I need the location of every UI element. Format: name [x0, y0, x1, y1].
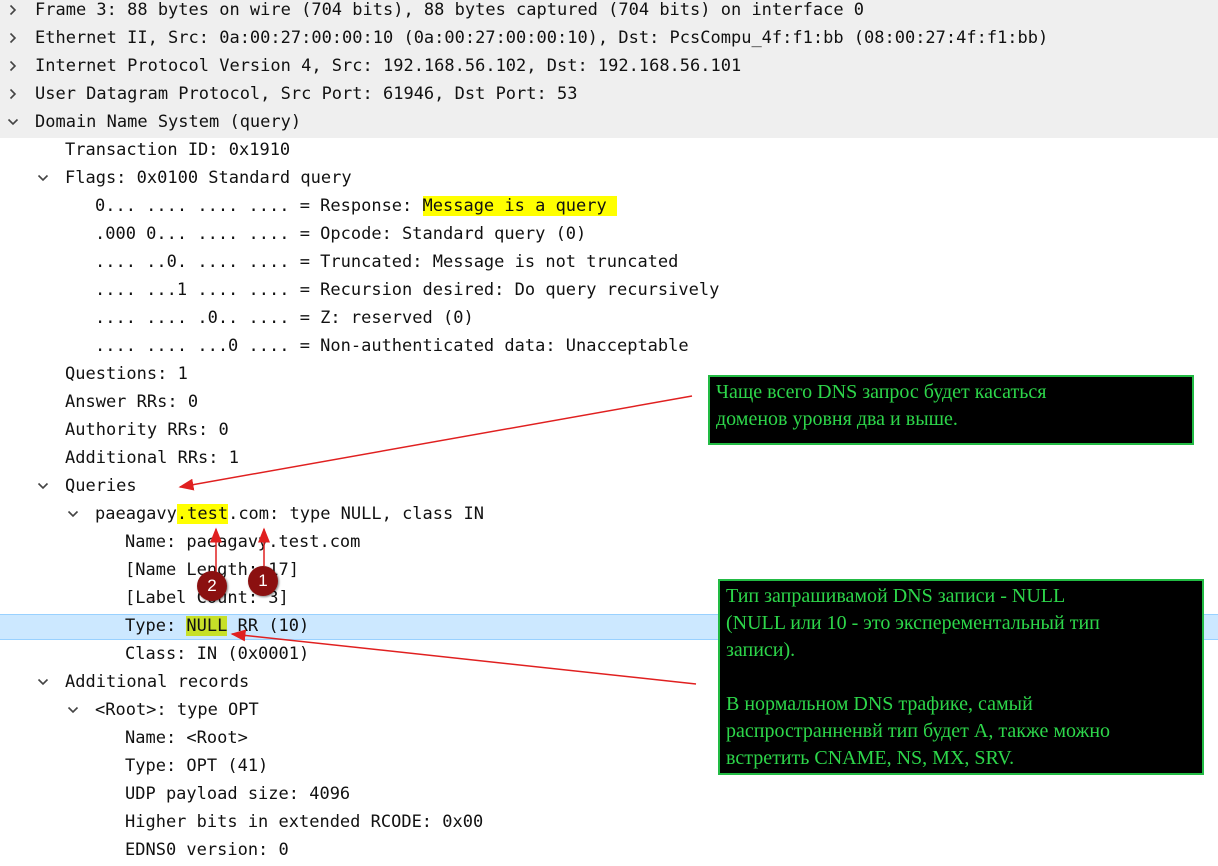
- note-line: доменов уровня два и выше.: [716, 408, 958, 430]
- chevron-right-icon[interactable]: [6, 0, 20, 22]
- chevron-right-icon[interactable]: [6, 26, 20, 50]
- tree-row-label: <Root>: type OPT: [95, 700, 259, 720]
- tree-row-label: Internet Protocol Version 4, Src: 192.16…: [35, 56, 742, 76]
- tree-row-opt-higher-bits[interactable]: Higher bits in extended RCODE: 0x00: [0, 810, 1218, 838]
- tree-row-label: Higher bits in extended RCODE: 0x00: [125, 812, 484, 832]
- highlighted-text: Message is a query: [422, 196, 617, 216]
- label-part: .com: type NULL, class IN: [228, 504, 484, 524]
- chevron-down-icon[interactable]: [36, 166, 50, 190]
- note-line: В нормальном DNS трафике, самый: [726, 693, 1033, 715]
- label-part: Type:: [125, 616, 187, 636]
- tree-row-ethernet[interactable]: Ethernet II, Src: 0a:00:27:00:00:10 (0a:…: [0, 26, 1218, 54]
- tree-row-dns[interactable]: Domain Name System (query): [0, 110, 1218, 138]
- tree-row-label: Class: IN (0x0001): [125, 644, 310, 664]
- tree-row-label: Additional RRs: 1: [65, 448, 239, 468]
- tree-row-label: Ethernet II, Src: 0a:00:27:00:00:10 (0a:…: [35, 28, 1049, 48]
- label-part: 0... .... .... .... = Response:: [95, 196, 423, 216]
- annotation-note-domain-level: Чаще всего DNS запрос будет касаться дом…: [708, 375, 1194, 445]
- tree-row-opt-name[interactable]: Name: <Root>: [0, 726, 1218, 754]
- tree-row-q-label-count[interactable]: [Label Count: 3]: [0, 586, 1218, 614]
- tree-row-label: Queries: [65, 476, 137, 496]
- tree-row-label: Flags: 0x0100 Standard query: [65, 168, 352, 188]
- tree-row-additional-rrs[interactable]: Additional RRs: 1: [0, 446, 1218, 474]
- tree-row-opt-udp-size[interactable]: UDP payload size: 4096: [0, 782, 1218, 810]
- tree-row-label: Answer RRs: 0: [65, 392, 199, 412]
- tree-row-flag-z[interactable]: .... .... .0.. .... = Z: reserved (0): [0, 306, 1218, 334]
- highlighted-text: .test: [176, 504, 229, 524]
- tree-row-label: Questions: 1: [65, 364, 188, 384]
- tree-row-additional-records[interactable]: Additional records: [0, 670, 1218, 698]
- tree-row-opt-type[interactable]: Type: OPT (41): [0, 754, 1218, 782]
- label-part: paeagavy: [95, 504, 177, 524]
- tree-row-questions[interactable]: Questions: 1: [0, 362, 1218, 390]
- tree-row-label: Authority RRs: 0: [65, 420, 229, 440]
- tree-row-q-name[interactable]: Name: paeagavy.test.com: [0, 530, 1218, 558]
- tree-row-frame[interactable]: Frame 3: 88 bytes on wire (704 bits), 88…: [0, 0, 1218, 26]
- tree-row-udp[interactable]: User Datagram Protocol, Src Port: 61946,…: [0, 82, 1218, 110]
- tree-row-txid[interactable]: Transaction ID: 0x1910: [0, 138, 1218, 166]
- tree-row-label: Transaction ID: 0x1910: [65, 140, 291, 160]
- tree-row-label: .000 0... .... .... = Opcode: Standard q…: [95, 224, 587, 244]
- tree-row-label: .... ..0. .... .... = Truncated: Message…: [95, 252, 679, 272]
- highlighted-type-text: NULL: [186, 616, 228, 636]
- tree-row-label: 0... .... .... .... = Response: Message …: [95, 194, 617, 218]
- chevron-down-icon[interactable]: [66, 502, 80, 526]
- note-line: встретить CNAME, NS, MX, SRV.: [726, 747, 1015, 769]
- tree-row-label: Type: NULL RR (10): [125, 615, 309, 637]
- chevron-right-icon[interactable]: [6, 82, 20, 106]
- note-line: распространненвй тип будет A, также можн…: [726, 720, 1111, 742]
- tree-row-label: .... ...1 .... .... = Recursion desired:…: [95, 280, 720, 300]
- tree-row-root-opt[interactable]: <Root>: type OPT: [0, 698, 1218, 726]
- tree-row-opt-edns-version[interactable]: EDNS0 version: 0: [0, 838, 1218, 866]
- tree-row-ipv4[interactable]: Internet Protocol Version 4, Src: 192.16…: [0, 54, 1218, 82]
- tree-row-flag-nonauth[interactable]: .... .... ...0 .... = Non-authenticated …: [0, 334, 1218, 362]
- tree-row-label: .... .... ...0 .... = Non-authenticated …: [95, 336, 689, 356]
- tree-row-label: UDP payload size: 4096: [125, 784, 351, 804]
- chevron-right-icon[interactable]: [6, 54, 20, 78]
- note-line: (NULL или 10 - это эксперементальный тип: [726, 612, 1100, 634]
- tree-row-label: Additional records: [65, 672, 250, 692]
- tree-row-flag-opcode[interactable]: .000 0... .... .... = Opcode: Standard q…: [0, 222, 1218, 250]
- chevron-down-icon[interactable]: [36, 670, 50, 694]
- tree-row-label: Type: OPT (41): [125, 756, 269, 776]
- note-line: Тип запрашивамой DNS записи - NULL: [726, 585, 1066, 607]
- tree-row-flag-recursion[interactable]: .... ...1 .... .... = Recursion desired:…: [0, 278, 1218, 306]
- chevron-down-icon[interactable]: [6, 110, 20, 134]
- tree-row-flags[interactable]: Flags: 0x0100 Standard query: [0, 166, 1218, 194]
- annotation-note-record-type: Тип запрашивамой DNS записи - NULL (NULL…: [718, 579, 1204, 775]
- note-line: записи).: [726, 639, 796, 661]
- tree-row-flag-response[interactable]: 0... .... .... .... = Response: Message …: [0, 194, 1218, 222]
- chevron-down-icon[interactable]: [36, 474, 50, 498]
- tree-row-label: Name: paeagavy.test.com: [125, 532, 361, 552]
- badge-number-2: 2: [197, 571, 227, 601]
- tree-row-label: .... .... .0.. .... = Z: reserved (0): [95, 308, 474, 328]
- tree-row-label: EDNS0 version: 0: [125, 840, 289, 860]
- tree-row-flag-truncated[interactable]: .... ..0. .... .... = Truncated: Message…: [0, 250, 1218, 278]
- badge-number-1: 1: [248, 566, 278, 596]
- tree-row-queries[interactable]: Queries: [0, 474, 1218, 502]
- tree-row-label: [Label Count: 3]: [125, 588, 289, 608]
- label-part: RR (10): [227, 616, 310, 636]
- tree-row-label: paeagavy.test.com: type NULL, class IN: [95, 502, 484, 526]
- tree-row-query-entry[interactable]: paeagavy.test.com: type NULL, class IN: [0, 502, 1218, 530]
- tree-row-label: Domain Name System (query): [35, 112, 302, 132]
- tree-row-label: Frame 3: 88 bytes on wire (704 bits), 88…: [35, 0, 865, 20]
- tree-row-label: User Datagram Protocol, Src Port: 61946,…: [35, 84, 578, 104]
- chevron-down-icon[interactable]: [66, 698, 80, 722]
- note-line: Чаще всего DNS запрос будет касаться: [716, 381, 1047, 403]
- tree-row-label: Name: <Root>: [125, 728, 248, 748]
